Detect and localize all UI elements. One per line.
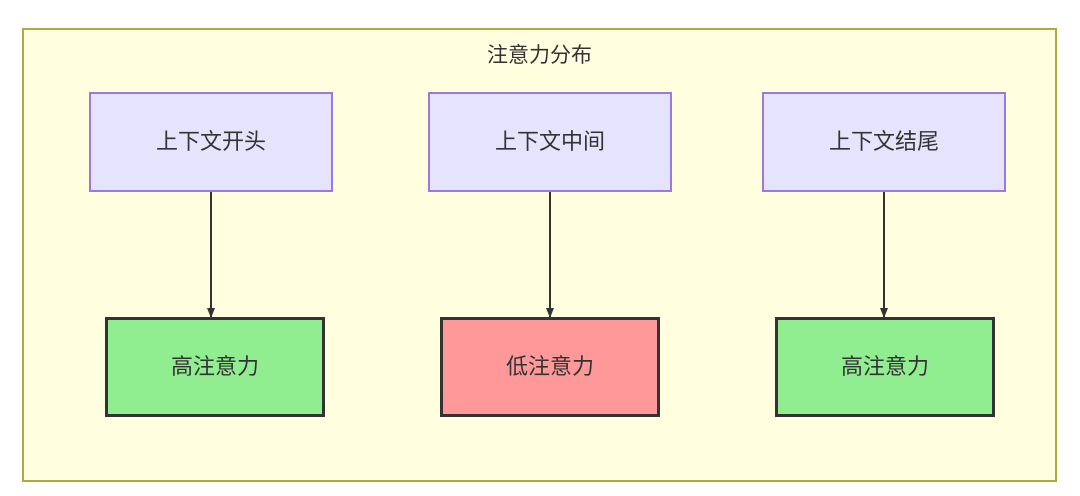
node-context-start-label: 上下文开头 (155, 129, 266, 154)
node-high-attention-end-label: 高注意力 (840, 354, 929, 379)
node-context-middle-label: 上下文中间 (494, 129, 605, 154)
node-high-attention-start[interactable]: 高注意力 (105, 317, 325, 417)
node-context-end-label: 上下文结尾 (828, 129, 939, 154)
subgraph-title: 注意力分布 (487, 44, 592, 67)
node-low-attention-middle-label: 低注意力 (505, 354, 594, 379)
node-high-attention-end[interactable]: 高注意力 (775, 317, 995, 417)
node-context-start[interactable]: 上下文开头 (89, 92, 333, 192)
node-context-middle[interactable]: 上下文中间 (428, 92, 672, 192)
node-low-attention-middle[interactable]: 低注意力 (440, 317, 660, 417)
node-high-attention-start-label: 高注意力 (170, 354, 259, 379)
node-context-end[interactable]: 上下文结尾 (762, 92, 1006, 192)
